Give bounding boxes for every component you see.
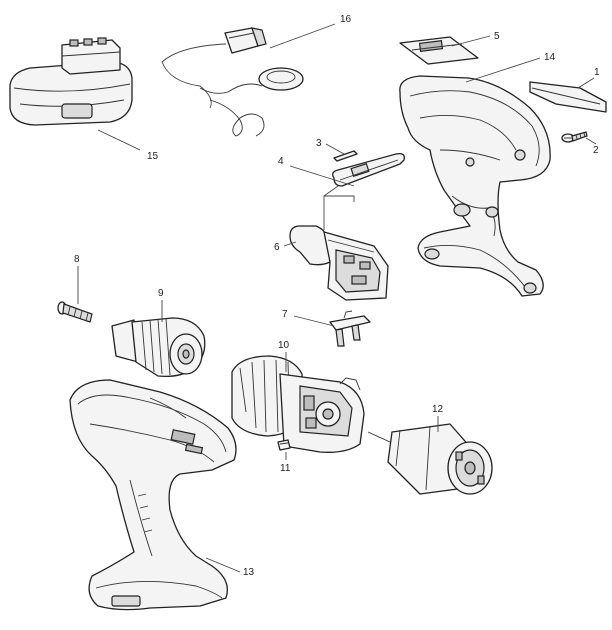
- leader-4-pointer: [323, 185, 339, 197]
- trigger-switch-part: [289, 225, 389, 301]
- callout-14: 14: [544, 52, 556, 63]
- leader-2: [585, 137, 597, 145]
- leader-13: [205, 557, 241, 573]
- callout-11: 11: [280, 463, 291, 474]
- leader-15: [97, 129, 141, 151]
- callout-4: 4: [278, 156, 284, 167]
- leader-4: [289, 165, 355, 187]
- callout-6: 6: [274, 242, 280, 253]
- callout-16: 16: [340, 14, 352, 25]
- nameplate-strip-part: [529, 81, 607, 113]
- callout-7: 7: [282, 309, 288, 320]
- callout-15: 15: [147, 151, 159, 162]
- top-badge-part: [399, 36, 479, 65]
- forward-reverse-lever-part: [332, 152, 405, 187]
- dc-motor-part: [367, 423, 493, 495]
- leader-7: [293, 315, 335, 327]
- callout-8: 8: [74, 254, 80, 265]
- housing-screw-part: [561, 131, 588, 143]
- callout-12: 12: [432, 404, 444, 415]
- leader-16: [269, 23, 336, 49]
- leader-3: [325, 143, 345, 155]
- housing-left-part: [69, 379, 237, 611]
- leader-5: [451, 35, 491, 47]
- terminal-plate-part: [329, 310, 371, 347]
- callout-3: 3: [316, 138, 322, 149]
- battery-pack-part: [9, 37, 133, 126]
- callout-13: 13: [243, 567, 255, 578]
- callout-1: 1: [594, 67, 600, 78]
- keyless-chuck-part: [111, 317, 206, 378]
- charger-part: [161, 27, 304, 137]
- callout-5: 5: [494, 31, 500, 42]
- leader-1: [577, 77, 595, 89]
- leader-6: [283, 241, 297, 247]
- gearbox-assembly-part: [231, 355, 365, 453]
- callout-9: 9: [158, 288, 164, 299]
- callout-10: 10: [278, 340, 290, 351]
- housing-right-part: [399, 75, 551, 297]
- switch-spring-part: [333, 150, 358, 162]
- leader-4-to-6: [323, 195, 355, 230]
- chuck-screw-part: [57, 301, 93, 323]
- callout-2: 2: [593, 145, 599, 156]
- small-screw-part: [277, 439, 291, 451]
- leader-14: [465, 57, 541, 83]
